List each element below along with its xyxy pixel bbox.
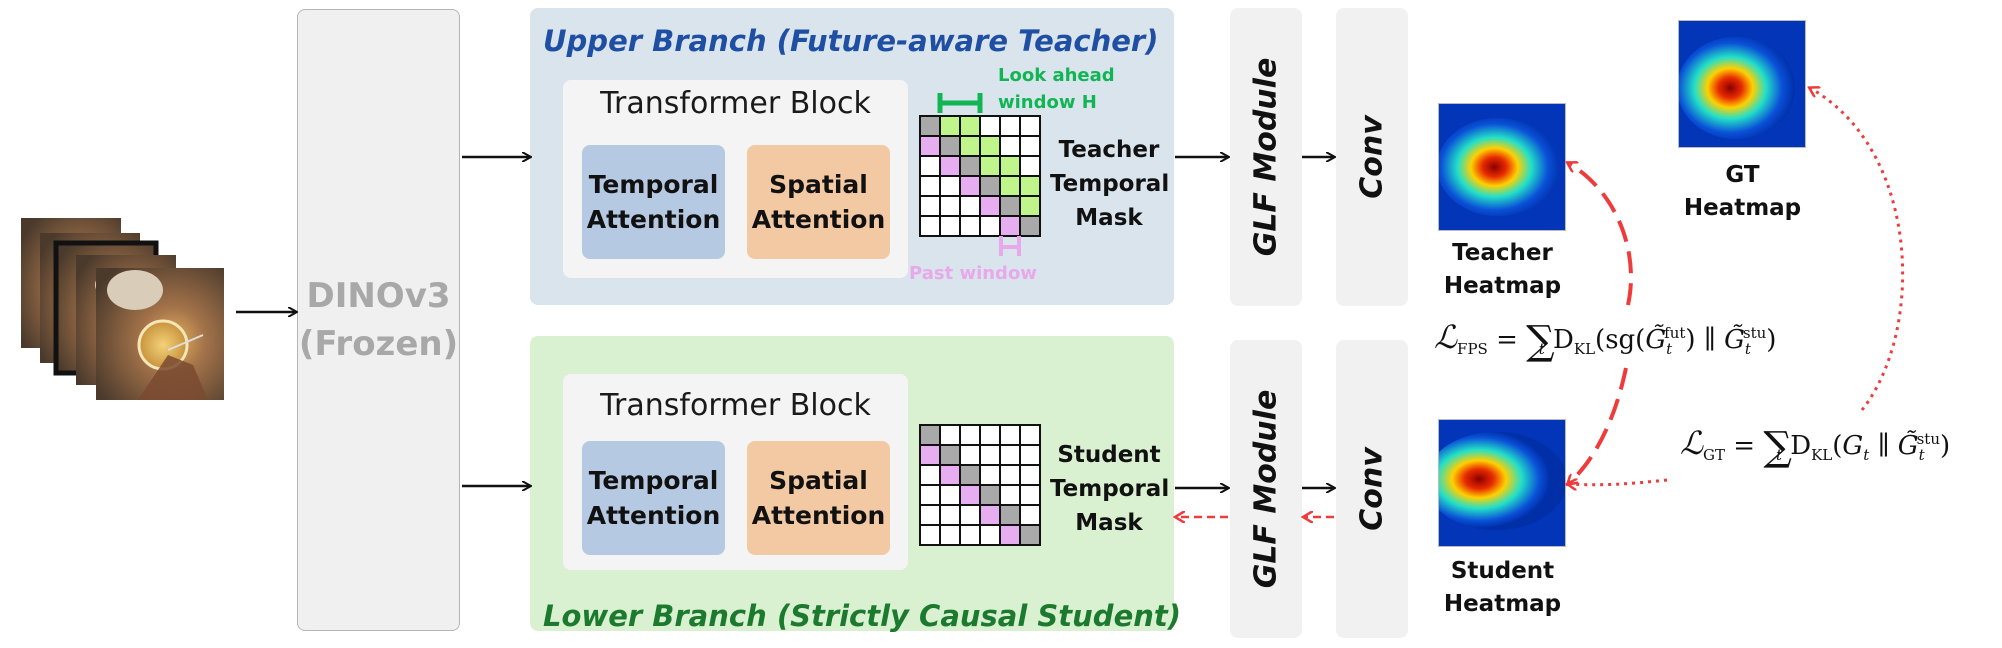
teacher-temporal-mask-label: Teacher Temporal Mask: [1050, 133, 1170, 235]
heatmap-label-line: Heatmap: [1443, 591, 1562, 617]
attention-label: Temporal: [588, 170, 719, 199]
student-temporal-mask-grid: [919, 424, 1041, 546]
attention-label: Temporal: [588, 466, 719, 495]
mask-cell: [1019, 215, 1041, 237]
gt-loss-to-student-arrow: [1568, 480, 1668, 485]
encoder-status: (Frozen): [298, 324, 459, 364]
gt-heatmap-image: [1678, 20, 1806, 148]
attention-label: Attention: [586, 205, 721, 234]
heatmap-label-line: Heatmap: [1443, 273, 1562, 299]
heatmap-label-line: GT: [1725, 162, 1760, 188]
upper-spatial-attention: Spatial Attention: [747, 145, 890, 259]
mask-label-line: Temporal: [1050, 171, 1170, 197]
heatmap-label-line: Heatmap: [1683, 195, 1802, 221]
mask-label-line: Teacher: [1058, 137, 1160, 163]
past-window-bracket: [999, 236, 1021, 256]
fps-loss-formula: ℒFPS = ∑t DKL(sg(G̃tfut) ∥ G̃tstu): [1434, 318, 1777, 364]
fps-loss-to-student-arrow: [1568, 367, 1628, 484]
mask-cell: [1019, 524, 1041, 546]
mask-label-line: Temporal: [1050, 476, 1170, 502]
frame: [96, 268, 224, 400]
attention-label: Attention: [751, 205, 886, 234]
lookahead-line: Look ahead: [998, 65, 1115, 86]
forward-arrows: [236, 157, 1334, 488]
upper-branch-title: Upper Branch (Future-aware Teacher): [543, 24, 1159, 58]
mask-label-line: Student: [1057, 442, 1161, 468]
upper-temporal-attention: Temporal Attention: [582, 145, 725, 259]
heatmap-label-line: Teacher: [1452, 240, 1553, 266]
lower-conv-module: Conv: [1336, 340, 1408, 638]
fps-loss-subscript: FPS: [1457, 340, 1488, 359]
lookahead-label: Look ahead window H: [998, 62, 1115, 116]
student-temporal-mask-label: Student Temporal Mask: [1050, 438, 1170, 540]
dinov3-encoder: DINOv3 (Frozen): [297, 9, 460, 631]
lower-glf-module: GLF Module: [1230, 340, 1302, 638]
gt-loss-subscript: GT: [1703, 446, 1726, 465]
teacher-heatmap-label: Teacher Heatmap: [1430, 237, 1575, 303]
mask-label-line: Mask: [1075, 510, 1143, 536]
heatmap-label-line: Student: [1450, 558, 1555, 584]
input-frames: [21, 218, 224, 400]
upper-transformer-block-title: Transformer Block: [600, 86, 871, 121]
teacher-heatmap-image: [1438, 103, 1566, 231]
gradient-arrows: [1176, 88, 1905, 517]
fps-loss-to-teacher-arrow: [1568, 163, 1633, 306]
lower-spatial-attention: Spatial Attention: [747, 441, 890, 555]
lower-temporal-attention: Temporal Attention: [582, 441, 725, 555]
attention-label: Spatial: [769, 170, 868, 199]
attention-label: Spatial: [769, 466, 868, 495]
lookahead-line: window H: [998, 92, 1097, 113]
lower-transformer-block-title: Transformer Block: [600, 388, 871, 423]
past-window-label: Past window: [909, 263, 1037, 284]
gt-loss-to-gt-arrow: [1810, 88, 1905, 411]
student-heatmap-label: Student Heatmap: [1430, 555, 1575, 621]
upper-glf-module: GLF Module: [1230, 8, 1302, 306]
upper-conv-module: Conv: [1336, 8, 1408, 306]
lower-branch-title: Lower Branch (Strictly Causal Student): [543, 599, 1181, 633]
mask-label-line: Mask: [1075, 205, 1143, 231]
attention-label: Attention: [586, 501, 721, 530]
student-heatmap-image: [1438, 419, 1566, 547]
lookahead-bracket: [937, 93, 983, 113]
gt-loss-formula: ℒGT = ∑t DKL(Gt ∥ G̃tstu): [1680, 424, 1951, 470]
teacher-temporal-mask-grid: [919, 115, 1041, 237]
attention-label: Attention: [751, 501, 886, 530]
gt-heatmap-label: GT Heatmap: [1670, 159, 1815, 225]
encoder-name: DINOv3: [306, 276, 451, 316]
